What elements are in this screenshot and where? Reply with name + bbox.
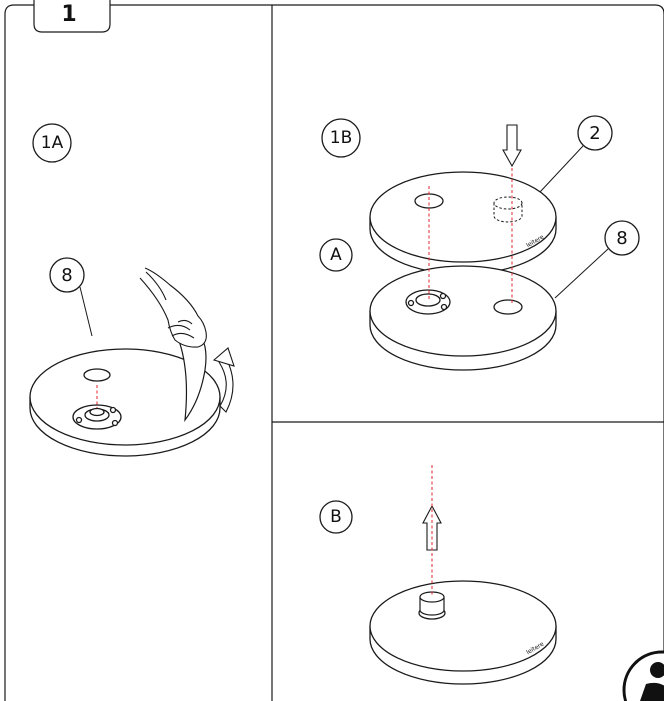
label-b: B bbox=[330, 507, 342, 527]
step-tab bbox=[33, 0, 111, 33]
part-number-8-right: 8 bbox=[616, 227, 628, 249]
label-circle-1b bbox=[321, 118, 361, 158]
top-disc-insert bbox=[493, 196, 523, 223]
bottom-disc-b bbox=[369, 580, 557, 685]
person-kneeling-icon bbox=[622, 650, 664, 701]
leader-line-2 bbox=[539, 145, 584, 193]
label-1b: 1B bbox=[329, 128, 353, 148]
part-circle-8-left bbox=[49, 257, 85, 293]
part-number-2: 2 bbox=[589, 122, 601, 144]
label-circle-a bbox=[319, 238, 353, 272]
leader-line-8-right bbox=[554, 248, 609, 299]
label-circle-b bbox=[319, 500, 353, 534]
label-1a: 1A bbox=[40, 133, 64, 153]
guide-lines-1b bbox=[428, 168, 513, 305]
curved-arrow-icon bbox=[212, 347, 235, 413]
label-a: A bbox=[330, 245, 342, 265]
down-arrow-icon bbox=[502, 124, 522, 168]
step-number: 1 bbox=[61, 1, 77, 27]
part-circle-8-right bbox=[604, 220, 640, 256]
peeling-film bbox=[177, 337, 207, 423]
bottom-disc bbox=[369, 265, 557, 371]
label-circle-1a bbox=[32, 123, 72, 163]
hand-icon bbox=[139, 267, 207, 348]
insert-b bbox=[419, 591, 445, 616]
leader-line-8-left bbox=[79, 286, 93, 337]
part-number-8-left: 8 bbox=[61, 264, 73, 286]
part-circle-2 bbox=[577, 115, 613, 151]
top-disc bbox=[369, 171, 557, 275]
base-disc-1a bbox=[29, 348, 221, 457]
